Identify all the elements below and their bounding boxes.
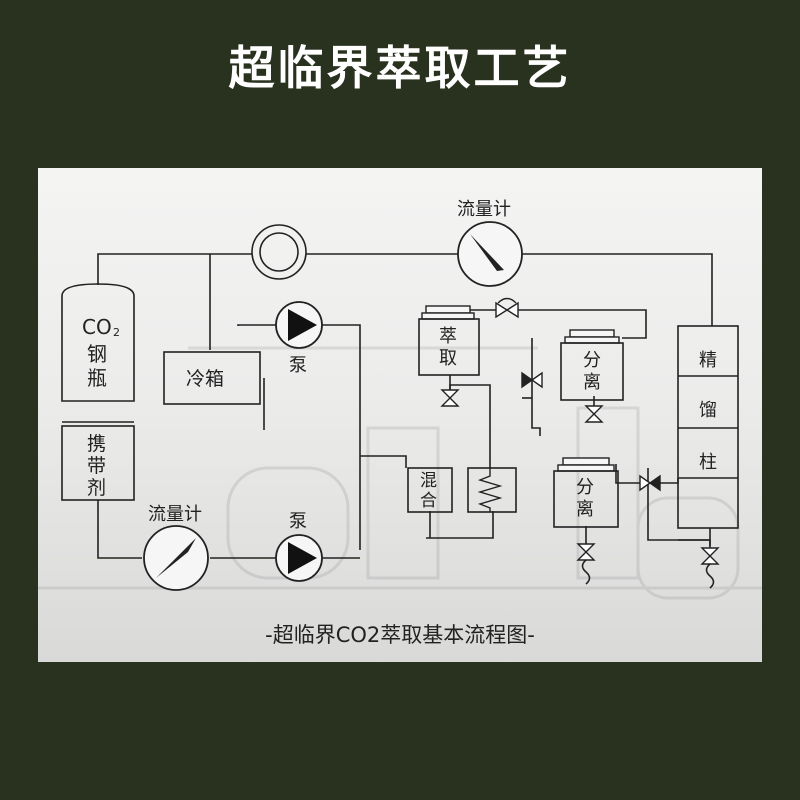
diagram-panel: CO 2 钢 瓶 携 带 剂 冷箱 流量计 — [38, 168, 762, 662]
diagram-caption: -超临界CO2萃取基本流程图- — [265, 623, 535, 647]
co2-tank-label-2: 钢 — [87, 342, 107, 366]
process-flow-diagram: CO 2 钢 瓶 携 带 剂 冷箱 流量计 — [38, 199, 762, 647]
pump-bottom: 泵 — [275, 511, 323, 582]
heat-exchanger — [467, 467, 517, 513]
valve-icon — [584, 405, 604, 423]
separator-1-label-1: 分 — [583, 350, 601, 371]
outlet-icon — [705, 563, 715, 589]
column-label-3: 柱 — [699, 452, 717, 473]
flowmeter-bottom-label: 流量计 — [148, 504, 202, 525]
outlet-icon — [581, 559, 591, 585]
coil-icon — [477, 468, 503, 512]
distillation-column: 精 馏 柱 — [677, 325, 739, 548]
pump-top: 泵 — [275, 301, 323, 376]
check-valve-icon — [521, 371, 543, 389]
extractor-label-2: 取 — [439, 348, 457, 369]
entrainer-label-1: 携 — [87, 433, 106, 455]
co2-tank: CO 2 钢 瓶 — [61, 283, 135, 402]
co2-tank-label-3: 瓶 — [87, 366, 107, 390]
check-valve-icon — [639, 474, 661, 492]
separator-2-label-2: 离 — [576, 499, 594, 520]
co2-tank-subscript: 2 — [113, 326, 120, 339]
entrainer-label-3: 剂 — [87, 477, 106, 499]
valve-icon — [576, 543, 596, 561]
flowmeter-top-label: 流量计 — [457, 199, 511, 220]
column-label-2: 馏 — [699, 400, 717, 421]
ring-exchanger — [251, 224, 307, 280]
column-label-1: 精 — [699, 350, 717, 371]
separator-1-label-2: 离 — [583, 372, 601, 393]
flowmeter-bottom: 流量计 — [143, 504, 209, 591]
separator-2-vessel: 分 离 — [553, 457, 619, 528]
mixer-label-2: 合 — [420, 491, 437, 511]
mixer-vessel: 混 合 — [407, 467, 453, 513]
separator-2-label-1: 分 — [576, 477, 594, 498]
cold-box-label: 冷箱 — [186, 368, 224, 390]
flowmeter-top: 流量计 — [457, 199, 523, 287]
valve-icon — [700, 547, 720, 565]
pump-arrow-icon — [288, 542, 317, 574]
flowmeter-needle-icon — [470, 234, 504, 271]
flowmeter-needle-icon — [156, 538, 196, 578]
pump-top-label: 泵 — [289, 355, 307, 376]
valve-icon — [495, 297, 519, 319]
pump-arrow-icon — [288, 309, 317, 341]
extractor-label-1: 萃 — [439, 326, 457, 347]
page-title: 超临界萃取工艺 — [228, 41, 572, 95]
extractor-vessel: 萃 取 — [418, 305, 480, 390]
entrainer-tank: 携 带 剂 — [61, 421, 135, 501]
co2-tank-label: CO — [82, 315, 112, 339]
entrainer-label-2: 带 — [87, 455, 106, 477]
separator-1-vessel: 分 离 — [560, 329, 624, 401]
pump-bottom-label: 泵 — [289, 511, 307, 532]
cold-box: 冷箱 — [163, 351, 261, 405]
valve-icon — [440, 389, 460, 407]
mixer-label-1: 混 — [420, 471, 437, 491]
